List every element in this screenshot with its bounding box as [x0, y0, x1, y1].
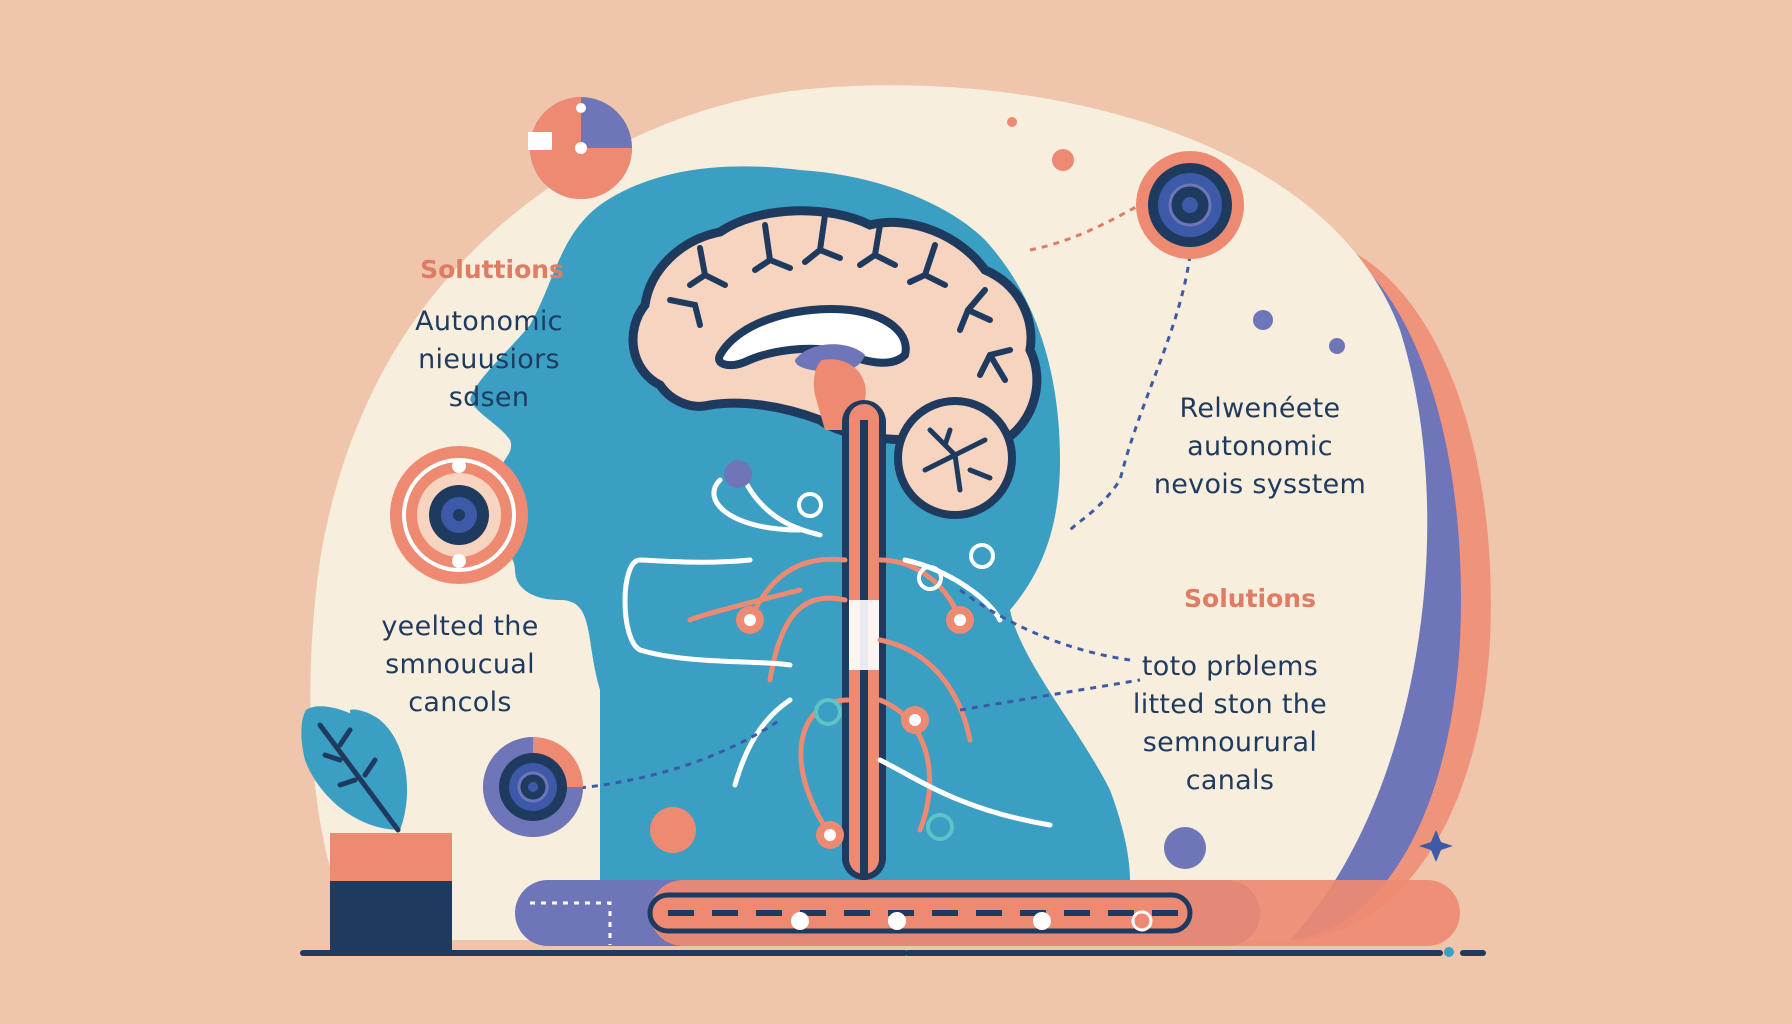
spinal-cord-icon — [842, 400, 886, 880]
brain-folds — [667, 212, 1013, 383]
right-lower-body: toto prblems litted ston the semnourural… — [1110, 648, 1350, 800]
left-lower-line-3: cancols — [408, 687, 512, 718]
cerebellum-branches — [922, 427, 993, 493]
right-heading: Solutions — [1184, 584, 1316, 613]
right-line-2: autonomic — [1187, 431, 1333, 462]
left-line-2: nieuusiors — [418, 344, 560, 375]
decorative-dots — [650, 117, 1454, 957]
nerve-nodes — [724, 460, 995, 849]
pie-target-icon — [528, 97, 632, 199]
bottom-bar — [515, 880, 1460, 946]
left-lower-line-2: smnoucual — [385, 649, 535, 680]
plant-pot — [330, 833, 452, 951]
right-lower-line-1: toto prblems — [1141, 651, 1319, 682]
right-lower-line-2: litted ston the — [1132, 689, 1328, 720]
left-lower-line-1: yeelted the — [381, 611, 539, 642]
target-icon-top-right — [1136, 151, 1244, 259]
dashed-connectors — [579, 203, 1192, 790]
target-icon-bottom-left — [483, 737, 583, 837]
sparkle-icon — [1419, 830, 1453, 862]
left-lower-body: yeelted the smnoucual cancols — [360, 608, 560, 722]
left-line-3: sdsen — [448, 382, 530, 413]
right-lower-line-4: canals — [1185, 765, 1275, 796]
right-body: Relwenéete autonomic nevois sysstem — [1140, 390, 1380, 504]
left-body: Autonomic nieuusiors sdsen — [373, 303, 605, 417]
right-line-3: nevois sysstem — [1153, 469, 1367, 500]
left-line-1: Autonomic — [415, 306, 563, 337]
target-icon-left — [390, 446, 528, 584]
leaf-icon — [301, 706, 408, 833]
right-lower-line-3: semnourural — [1142, 727, 1318, 758]
left-heading: Soluttions — [420, 255, 564, 284]
right-line-1: Relwenéete — [1179, 393, 1341, 424]
